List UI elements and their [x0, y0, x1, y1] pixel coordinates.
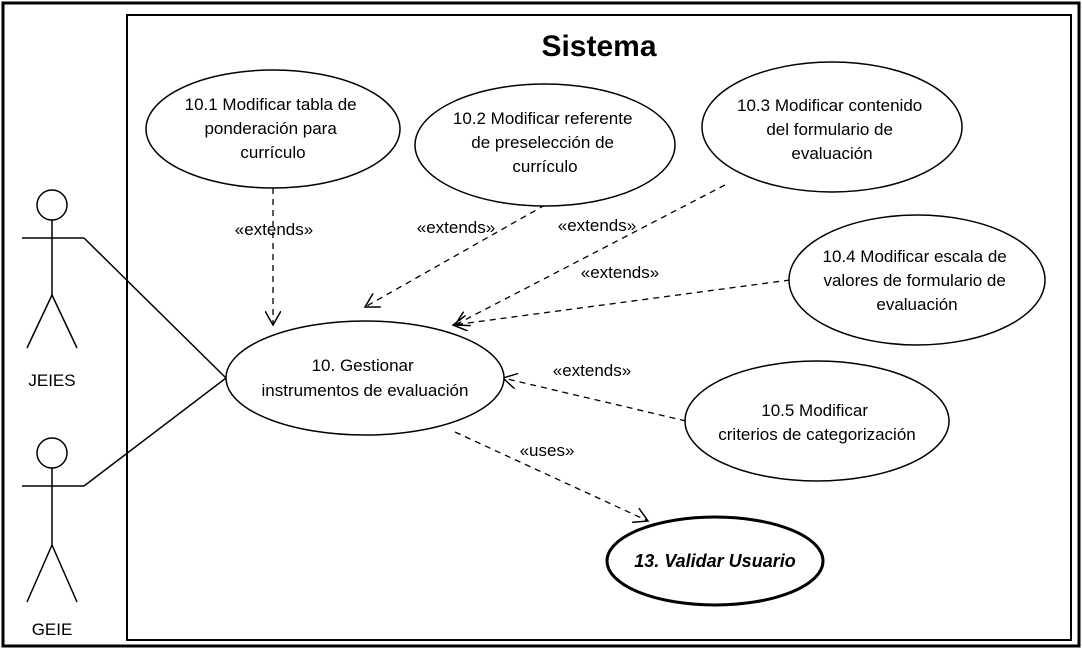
svg-text:10.4 Modificar escala de: 10.4 Modificar escala de valores de form… [822, 247, 1011, 314]
use-case-10-4[interactable]: 10.4 Modificar escala de valores de form… [788, 214, 1046, 346]
use-case-10-3[interactable]: 10.3 Modificar contenido del formulario … [701, 61, 963, 193]
actor-geie[interactable]: GEIE [22, 437, 84, 639]
use-case-10-5-line-1: 10.5 Modificar [761, 401, 868, 420]
use-case-10[interactable]: 10. Gestionar instrumentos de evaluación [225, 320, 505, 436]
svg-text:10.1 Modificar tabla de: 10.1 Modificar tabla de ponderación para… [185, 95, 362, 162]
use-case-10-3-line-1: 10.3 Modificar contenido [737, 96, 922, 115]
svg-text:10.2 Modificar referente: 10.2 Modificar referente de preselección… [453, 109, 637, 176]
extends-line-10-5 [503, 378, 687, 422]
use-case-10-2-line-1: 10.2 Modificar referente [453, 109, 633, 128]
extends-label-4: «extends» [581, 263, 659, 282]
use-case-13-label: 13. Validar Usuario [634, 551, 795, 571]
use-case-10-1-line-2: ponderación para [204, 119, 337, 138]
use-case-10-4-line-2: valores de formulario de [823, 271, 1005, 290]
extends-label-5: «extends» [553, 361, 631, 380]
actor-jeies[interactable]: JEIES [22, 189, 84, 390]
use-case-10-2-line-3: currículo [512, 157, 577, 176]
extends-label-1: «extends» [235, 220, 313, 239]
use-case-10-5[interactable]: 10.5 Modificar criterios de categorizaci… [684, 360, 950, 482]
use-case-10-3-line-2: del formulario de [766, 120, 893, 139]
uses-line-13 [454, 431, 648, 521]
use-case-10-2-line-2: de preselección de [471, 133, 614, 152]
use-case-10-5-line-2: criterios de categorización [718, 425, 915, 444]
use-case-10-line-2: instrumentos de evaluación [262, 381, 469, 400]
extends-label-2: «extends» [417, 218, 495, 237]
use-case-10-line-1: 10. Gestionar [312, 356, 414, 375]
use-case-10-1[interactable]: 10.1 Modificar tabla de ponderación para… [145, 69, 401, 189]
association-geie [83, 377, 227, 487]
svg-text:10. Gestionar instrument: 10. Gestionar instrumentos de evaluación [262, 356, 469, 400]
use-case-10-2[interactable]: 10.2 Modificar referente de preselección… [414, 83, 676, 207]
uses-label: «uses» [520, 441, 575, 460]
use-case-10-4-line-3: evaluación [876, 295, 957, 314]
actor-geie-label: GEIE [32, 620, 73, 639]
actor-jeies-label: JEIES [28, 371, 75, 390]
extends-line-10-2 [365, 204, 546, 307]
use-case-13[interactable]: 13. Validar Usuario [605, 515, 825, 607]
system-boundary [126, 14, 1072, 641]
svg-text:10.3 Modificar contenido: 10.3 Modificar contenido del formulario … [737, 96, 927, 163]
system-title: Sistema [541, 30, 656, 63]
use-case-10-1-line-3: currículo [240, 143, 305, 162]
svg-text:10.5 Modificar criterios: 10.5 Modificar criterios de categorizaci… [718, 401, 915, 444]
association-jeies [83, 237, 227, 379]
extends-label-3: «extends» [558, 216, 636, 235]
extends-line-10-4 [453, 279, 791, 325]
use-case-10-3-line-3: evaluación [791, 144, 872, 163]
extends-line-10-3 [455, 184, 726, 325]
use-case-10-1-line-1: 10.1 Modificar tabla de [185, 95, 357, 114]
use-case-10-4-line-1: 10.4 Modificar escala de [822, 247, 1006, 266]
